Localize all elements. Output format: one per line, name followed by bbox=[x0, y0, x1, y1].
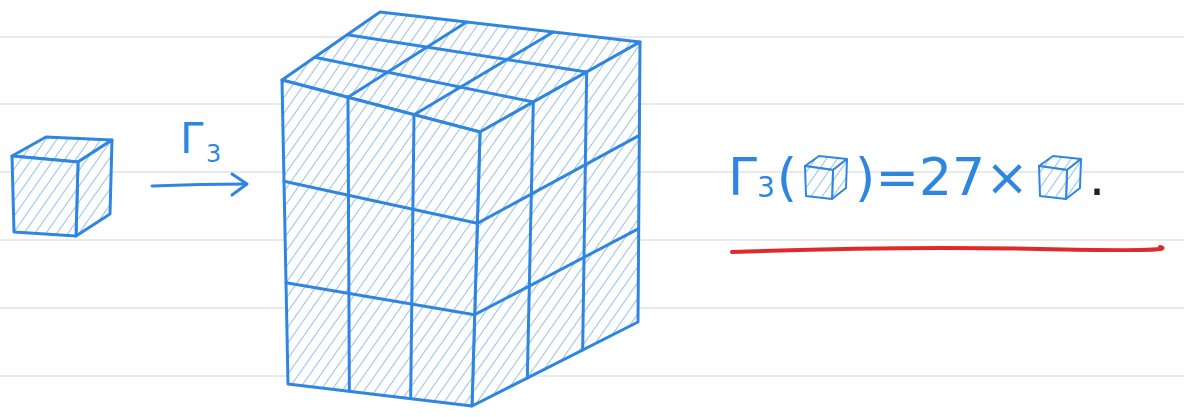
formula-text: )=27× bbox=[855, 151, 1029, 203]
cube-icon bbox=[1033, 150, 1087, 204]
operator-symbol: Γ bbox=[728, 151, 757, 203]
cube-side-face bbox=[832, 159, 847, 199]
cube-side-face bbox=[76, 140, 112, 236]
grid-line bbox=[475, 229, 639, 315]
cube-side-face bbox=[472, 42, 640, 406]
map-arrow bbox=[152, 174, 247, 195]
cube-front-face bbox=[805, 166, 833, 199]
formula-text: ( bbox=[777, 151, 797, 203]
formula-text: . bbox=[1089, 151, 1106, 203]
unit-cube bbox=[12, 137, 112, 236]
grid-line bbox=[286, 283, 475, 315]
cube-front-face bbox=[1039, 166, 1067, 199]
operator-subscript: 3 bbox=[206, 142, 221, 166]
cube-front-face bbox=[282, 80, 480, 406]
cube-icon bbox=[799, 150, 853, 204]
grid-line bbox=[284, 181, 477, 223]
grid-line bbox=[527, 102, 533, 378]
grid-line bbox=[315, 57, 534, 102]
grid-line bbox=[348, 97, 349, 391]
red-underline bbox=[732, 247, 1163, 252]
cube-3x3x3 bbox=[282, 12, 640, 406]
formula: Γ3( )=27× . bbox=[728, 150, 1105, 204]
grid-line bbox=[347, 35, 586, 72]
cube-front-face bbox=[12, 156, 78, 236]
operator-symbol: Γ bbox=[180, 118, 203, 160]
grid-line bbox=[477, 135, 639, 223]
grid-line bbox=[411, 115, 414, 399]
operator-subscript: 3 bbox=[757, 174, 775, 202]
grid-line bbox=[583, 72, 587, 350]
cube-side-face bbox=[1066, 159, 1081, 199]
